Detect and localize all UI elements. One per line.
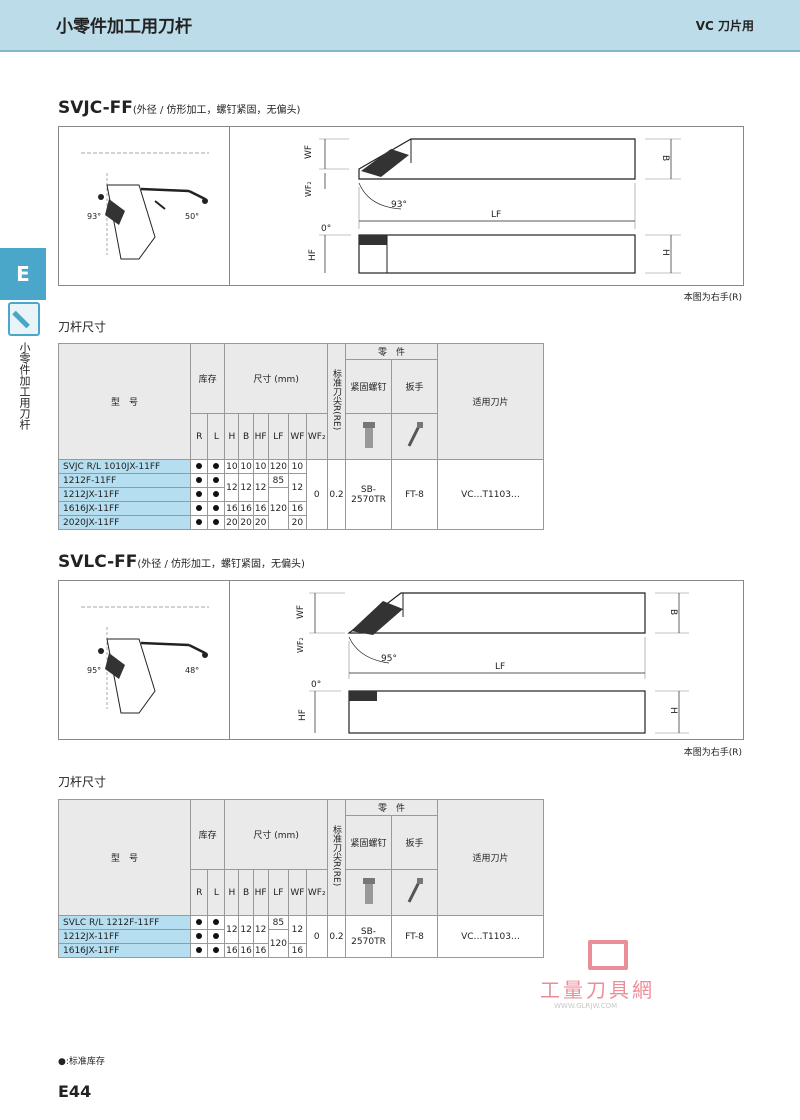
watermark-logo-icon — [588, 940, 628, 970]
hand-note: 本图为右手(R) — [683, 293, 742, 303]
col-screw: 紧固螺钉 — [345, 359, 392, 414]
col-insert: 适用刀片 — [437, 343, 544, 460]
section-subtitle: (外径 / 仿形加工，螺钉紧固，无偏头) — [137, 559, 305, 570]
col-re: 标准刀尖R(RE) — [331, 369, 341, 431]
holder-icon — [8, 302, 40, 336]
svg-text:93°: 93° — [391, 200, 407, 210]
svg-text:95°: 95° — [381, 654, 397, 664]
svg-text:B: B — [668, 609, 678, 615]
screw-icon — [345, 413, 392, 460]
table-row: 1212F-11FF — [58, 473, 191, 488]
table-row: SVLC R/L 1212F-11FF — [58, 915, 191, 930]
section-title-svjc: SVJC-FF(外径 / 仿形加工，螺钉紧固，无偏头) — [58, 98, 300, 118]
svg-text:WF₂: WF₂ — [304, 181, 313, 197]
wrench-icon — [391, 869, 438, 916]
chapter-tab[interactable]: E — [0, 248, 46, 300]
table-row: SVJC R/L 1010JX-11FF — [58, 459, 191, 474]
table-row: 1212JX-11FF — [58, 487, 191, 502]
svg-text:HF: HF — [308, 249, 318, 261]
watermark: 工量刀具網 WWW.GLRJW.COM — [538, 940, 698, 1020]
svg-text:LF: LF — [491, 210, 501, 220]
table-row: 1616JX-11FF — [58, 501, 191, 516]
section-title-svlc: SVLC-FF(外径 / 仿形加工，螺钉紧固，无偏头) — [58, 552, 305, 572]
col-size: 尺寸 (mm) — [224, 343, 328, 414]
angle-label: 50° — [185, 212, 199, 221]
section-subtitle: (外径 / 仿形加工，螺钉紧固，无偏头) — [132, 105, 301, 116]
col-stock: 库存 — [189, 343, 226, 414]
watermark-text: 工量刀具網 — [540, 978, 655, 1002]
svg-text:95°: 95° — [87, 666, 101, 675]
watermark-url: WWW.GLRJW.COM — [554, 1002, 618, 1010]
svg-text:48°: 48° — [185, 666, 199, 675]
svg-text:B: B — [660, 155, 670, 161]
section-code: SVJC-FF — [58, 98, 133, 118]
spec-table-svjc: 型 号 库存 尺寸 (mm) 标准刀尖R(RE) 零 件 适用刀片 紧固螺钉 扳… — [58, 343, 544, 530]
screw-icon — [345, 869, 392, 916]
drawing-svjc: 93° 50° WF WF₂ B 93° LF 0° HF H — [58, 126, 744, 286]
technical-drawing: 95° 48° WF WF₂ B 95° LF 0° HF H — [81, 592, 689, 734]
col-wrench: 扳手 — [391, 359, 438, 414]
svg-text:HF: HF — [298, 709, 308, 721]
technical-drawing: 93° 50° WF WF₂ B 93° LF 0° HF H — [81, 138, 681, 274]
col-parts: 零 件 — [345, 343, 438, 360]
page-title: 小零件加工用刀杆 — [56, 17, 192, 37]
legend: ●:标准库存 — [58, 1057, 105, 1067]
wrench-icon — [391, 413, 438, 460]
section-code: SVLC-FF — [58, 552, 138, 572]
svg-text:0°: 0° — [321, 224, 331, 234]
svg-text:WF₂: WF₂ — [296, 637, 305, 653]
angle-label: 93° — [87, 212, 101, 221]
drawing-svlc: 95° 48° WF WF₂ B 95° LF 0° HF H — [58, 580, 744, 740]
table-row: 2020JX-11FF — [58, 515, 191, 530]
svg-text:0°: 0° — [311, 680, 321, 690]
spec-table-svlc: 型 号 库存 尺寸 (mm) 标准刀尖R(RE) 零 件 适用刀片 紧固螺钉 扳… — [58, 799, 544, 958]
page-number: E44 — [58, 1082, 92, 1101]
svg-text:H: H — [660, 249, 670, 256]
hand-note: 本图为右手(R) — [683, 748, 742, 758]
svg-text:WF: WF — [296, 605, 306, 619]
table-title: 刀杆尺寸 — [58, 775, 107, 789]
table-title: 刀杆尺寸 — [58, 320, 107, 334]
page-header: 小零件加工用刀杆 VC 刀片用 — [0, 0, 800, 52]
header-category: VC 刀片用 — [695, 19, 754, 33]
table-row: 1212JX-11FF — [58, 929, 191, 944]
svg-text:H: H — [668, 707, 678, 714]
col-model: 型 号 — [58, 343, 191, 460]
side-label: 小零件加工用刀杆 — [18, 342, 31, 430]
svg-text:LF: LF — [495, 662, 505, 672]
table-row: 1616JX-11FF — [58, 943, 191, 958]
svg-text:WF: WF — [304, 145, 314, 159]
